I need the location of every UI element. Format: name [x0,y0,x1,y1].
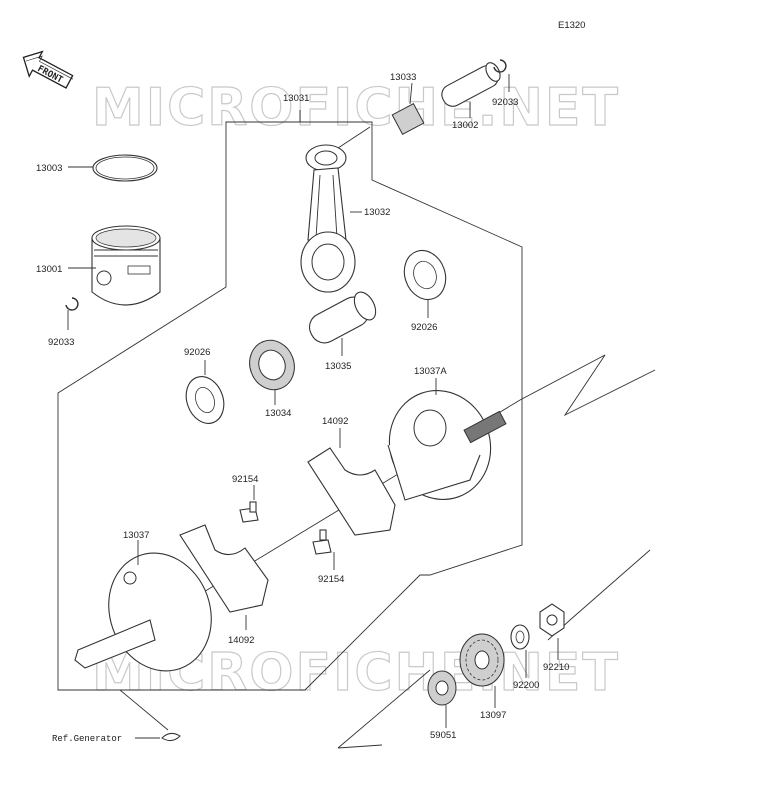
piston-ring [68,154,158,182]
label-13037: 13037 [123,530,149,541]
label-13033: 13033 [390,72,416,83]
crank-half-left [74,540,212,672]
watermark-top: MICROFICHE.NET [92,78,620,138]
label-13037a: 13037A [414,366,447,377]
thrust-washer-right [403,249,447,318]
label-92200: 92200 [513,680,539,691]
label-13097: 13097 [480,710,506,721]
assembly-outline [57,110,523,691]
circlip-left [65,297,79,330]
label-13034: 13034 [265,408,291,419]
front-arrow-icon: FRONT [22,50,74,89]
label-13035: 13035 [325,361,351,372]
label-92033-left: 92033 [48,337,74,348]
balance-weight-top [307,428,396,536]
piston [68,225,161,306]
label-13032: 13032 [364,207,390,218]
generator-key-icon [119,689,181,742]
crank-pin [308,291,377,356]
diagram-code: E1320 [558,20,585,31]
small-end-bearing [391,82,425,136]
label-13002: 13002 [452,120,478,131]
label-59051: 59051 [430,730,456,741]
label-92026-left: 92026 [184,347,210,358]
washer [510,624,530,678]
label-92154-bottom: 92154 [318,574,344,585]
label-13001: 13001 [36,264,62,275]
label-13031: 13031 [283,93,309,104]
label-ref-generator: Ref.Generator [52,734,122,744]
label-14092-bottom: 14092 [228,635,254,646]
balance-weight-bottom [179,524,269,630]
circlip-top [493,59,510,92]
bolt-top [239,485,259,523]
label-92154-top: 92154 [232,474,258,485]
label-92026-right: 92026 [411,322,437,333]
label-92210: 92210 [543,662,569,673]
primary-gear [459,633,505,708]
thrust-washer-left [185,360,225,424]
connecting-rod [300,144,362,293]
crank-half-right [387,378,507,501]
label-92033-top: 92033 [492,97,518,108]
bolt-bottom [312,529,335,570]
big-end-bearing [249,339,295,405]
flange-nut [539,603,565,660]
piston-pin [441,62,501,118]
drive-gear [427,670,457,728]
label-14092-top: 14092 [322,416,348,427]
part-labels: 13033 92033 13002 13031 13003 13032 1300… [36,72,569,744]
label-13003: 13003 [36,163,62,174]
